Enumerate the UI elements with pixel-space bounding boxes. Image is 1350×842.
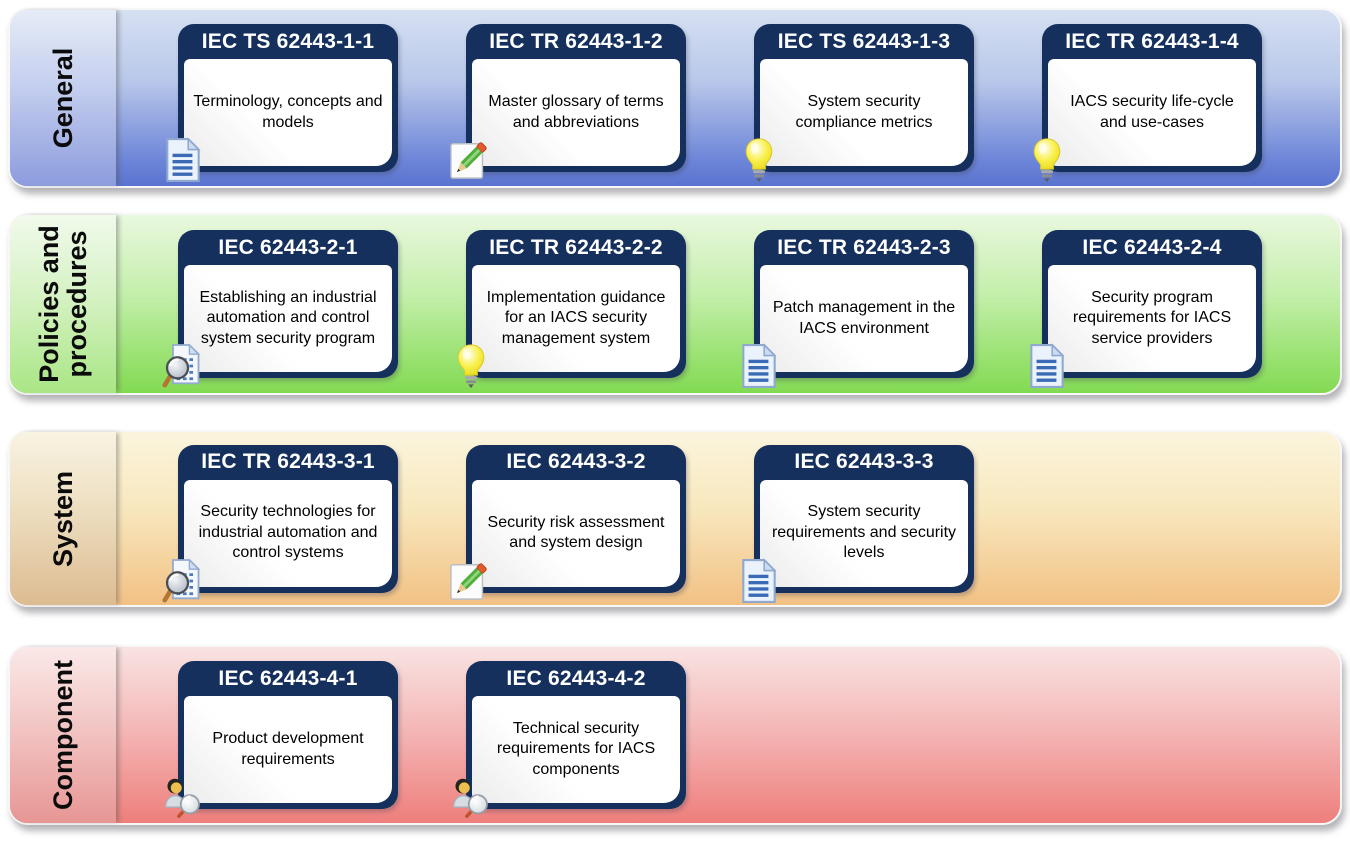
- card-code: IEC TS 62443-1-3: [777, 29, 951, 53]
- card-description: Security technologies for industrial aut…: [184, 479, 392, 587]
- band-label: System: [10, 432, 116, 605]
- lightbulb-icon: [1026, 137, 1068, 183]
- standard-card: IEC TS 62443-1-1 Terminology, concepts a…: [178, 24, 398, 172]
- card-description: Technical security requirements for IACS…: [472, 696, 680, 803]
- card-description: Patch management in the IACS environment: [760, 265, 968, 372]
- standard-card: IEC 62443-4-2 Technical security require…: [466, 661, 686, 809]
- magnifier-document-icon: [162, 558, 204, 604]
- pencil-icon: [450, 558, 492, 604]
- standard-card: IEC 62443-4-1 Product development requir…: [178, 661, 398, 809]
- card-code: IEC TR 62443-1-2: [489, 29, 663, 53]
- standard-card: IEC TR 62443-3-1 Security technologies f…: [178, 444, 398, 593]
- card-description: Product development requirements: [184, 696, 392, 803]
- card-code: IEC 62443-3-2: [506, 450, 646, 473]
- card-code: IEC 62443-4-1: [218, 666, 358, 690]
- magnifier-document-icon: [162, 343, 204, 389]
- band-label-text: Policies and procedures: [33, 225, 92, 383]
- lightbulb-icon: [450, 343, 492, 389]
- card-description: Master glossary of terms and abbreviatio…: [472, 59, 680, 166]
- band-label: General: [10, 10, 116, 186]
- band-label: Component: [10, 647, 116, 823]
- document-icon: [1026, 343, 1068, 389]
- band-label: Policies and procedures: [10, 215, 116, 393]
- card-code: IEC TS 62443-1-1: [201, 29, 375, 53]
- document-icon: [738, 343, 780, 389]
- lightbulb-icon: [738, 137, 780, 183]
- band-label-text: System: [47, 470, 78, 567]
- card-description: Security program requirements for IACS s…: [1048, 265, 1256, 372]
- standard-card: IEC 62443-3-2 Security risk assessment a…: [466, 444, 686, 593]
- band-system: System IEC TR 62443-3-1 Security technol…: [8, 430, 1342, 607]
- document-icon: [162, 137, 204, 183]
- person-magnifier-icon: [450, 774, 492, 820]
- card-code: IEC TR 62443-1-4: [1065, 29, 1239, 53]
- card-code: IEC 62443-3-3: [794, 450, 934, 473]
- card-code: IEC 62443-2-1: [218, 235, 358, 259]
- card-code: IEC TR 62443-2-2: [489, 235, 663, 259]
- standard-card: IEC 62443-2-4 Security program requireme…: [1042, 230, 1262, 378]
- band-general: General IEC TS 62443-1-1 Terminology, co…: [8, 8, 1342, 188]
- card-code: IEC 62443-4-2: [506, 666, 646, 690]
- standard-card: IEC 62443-3-3 System security requiremen…: [754, 444, 974, 593]
- standard-card: IEC TR 62443-1-2 Master glossary of term…: [466, 24, 686, 172]
- card-description: Implementation guidance for an IACS secu…: [472, 265, 680, 372]
- standard-card: IEC TR 62443-1-4 IACS security life-cycl…: [1042, 24, 1262, 172]
- standard-card: IEC TS 62443-1-3 System security complia…: [754, 24, 974, 172]
- person-magnifier-icon: [162, 774, 204, 820]
- card-description: Terminology, concepts and models: [184, 59, 392, 166]
- card-description: System security compliance metrics: [760, 59, 968, 166]
- card-code: IEC 62443-2-4: [1082, 235, 1222, 259]
- band-label-text: General: [47, 47, 78, 149]
- card-description: System security requirements and securit…: [760, 479, 968, 587]
- band-component: Component IEC 62443-4-1 Product developm…: [8, 645, 1342, 825]
- band-cards: IEC TR 62443-3-1 Security technologies f…: [116, 432, 1340, 605]
- standard-card: IEC 62443-2-1 Establishing an industrial…: [178, 230, 398, 378]
- document-icon: [738, 558, 780, 604]
- standard-card: IEC TR 62443-2-3 Patch management in the…: [754, 230, 974, 378]
- band-cards: IEC 62443-4-1 Product development requir…: [116, 647, 1340, 823]
- band-policies-and-procedures: Policies and procedures IEC 62443-2-1 Es…: [8, 213, 1342, 395]
- card-description: Establishing an industrial automation an…: [184, 265, 392, 372]
- card-description: IACS security life-cycle and use-cases: [1048, 59, 1256, 166]
- band-cards: IEC 62443-2-1 Establishing an industrial…: [116, 215, 1340, 393]
- standard-card: IEC TR 62443-2-2 Implementation guidance…: [466, 230, 686, 378]
- band-cards: IEC TS 62443-1-1 Terminology, concepts a…: [116, 10, 1340, 186]
- card-description: Security risk assessment and system desi…: [472, 479, 680, 587]
- card-code: IEC TR 62443-3-1: [201, 450, 375, 473]
- band-label-text: Component: [47, 660, 78, 810]
- card-code: IEC TR 62443-2-3: [777, 235, 951, 259]
- pencil-icon: [450, 137, 492, 183]
